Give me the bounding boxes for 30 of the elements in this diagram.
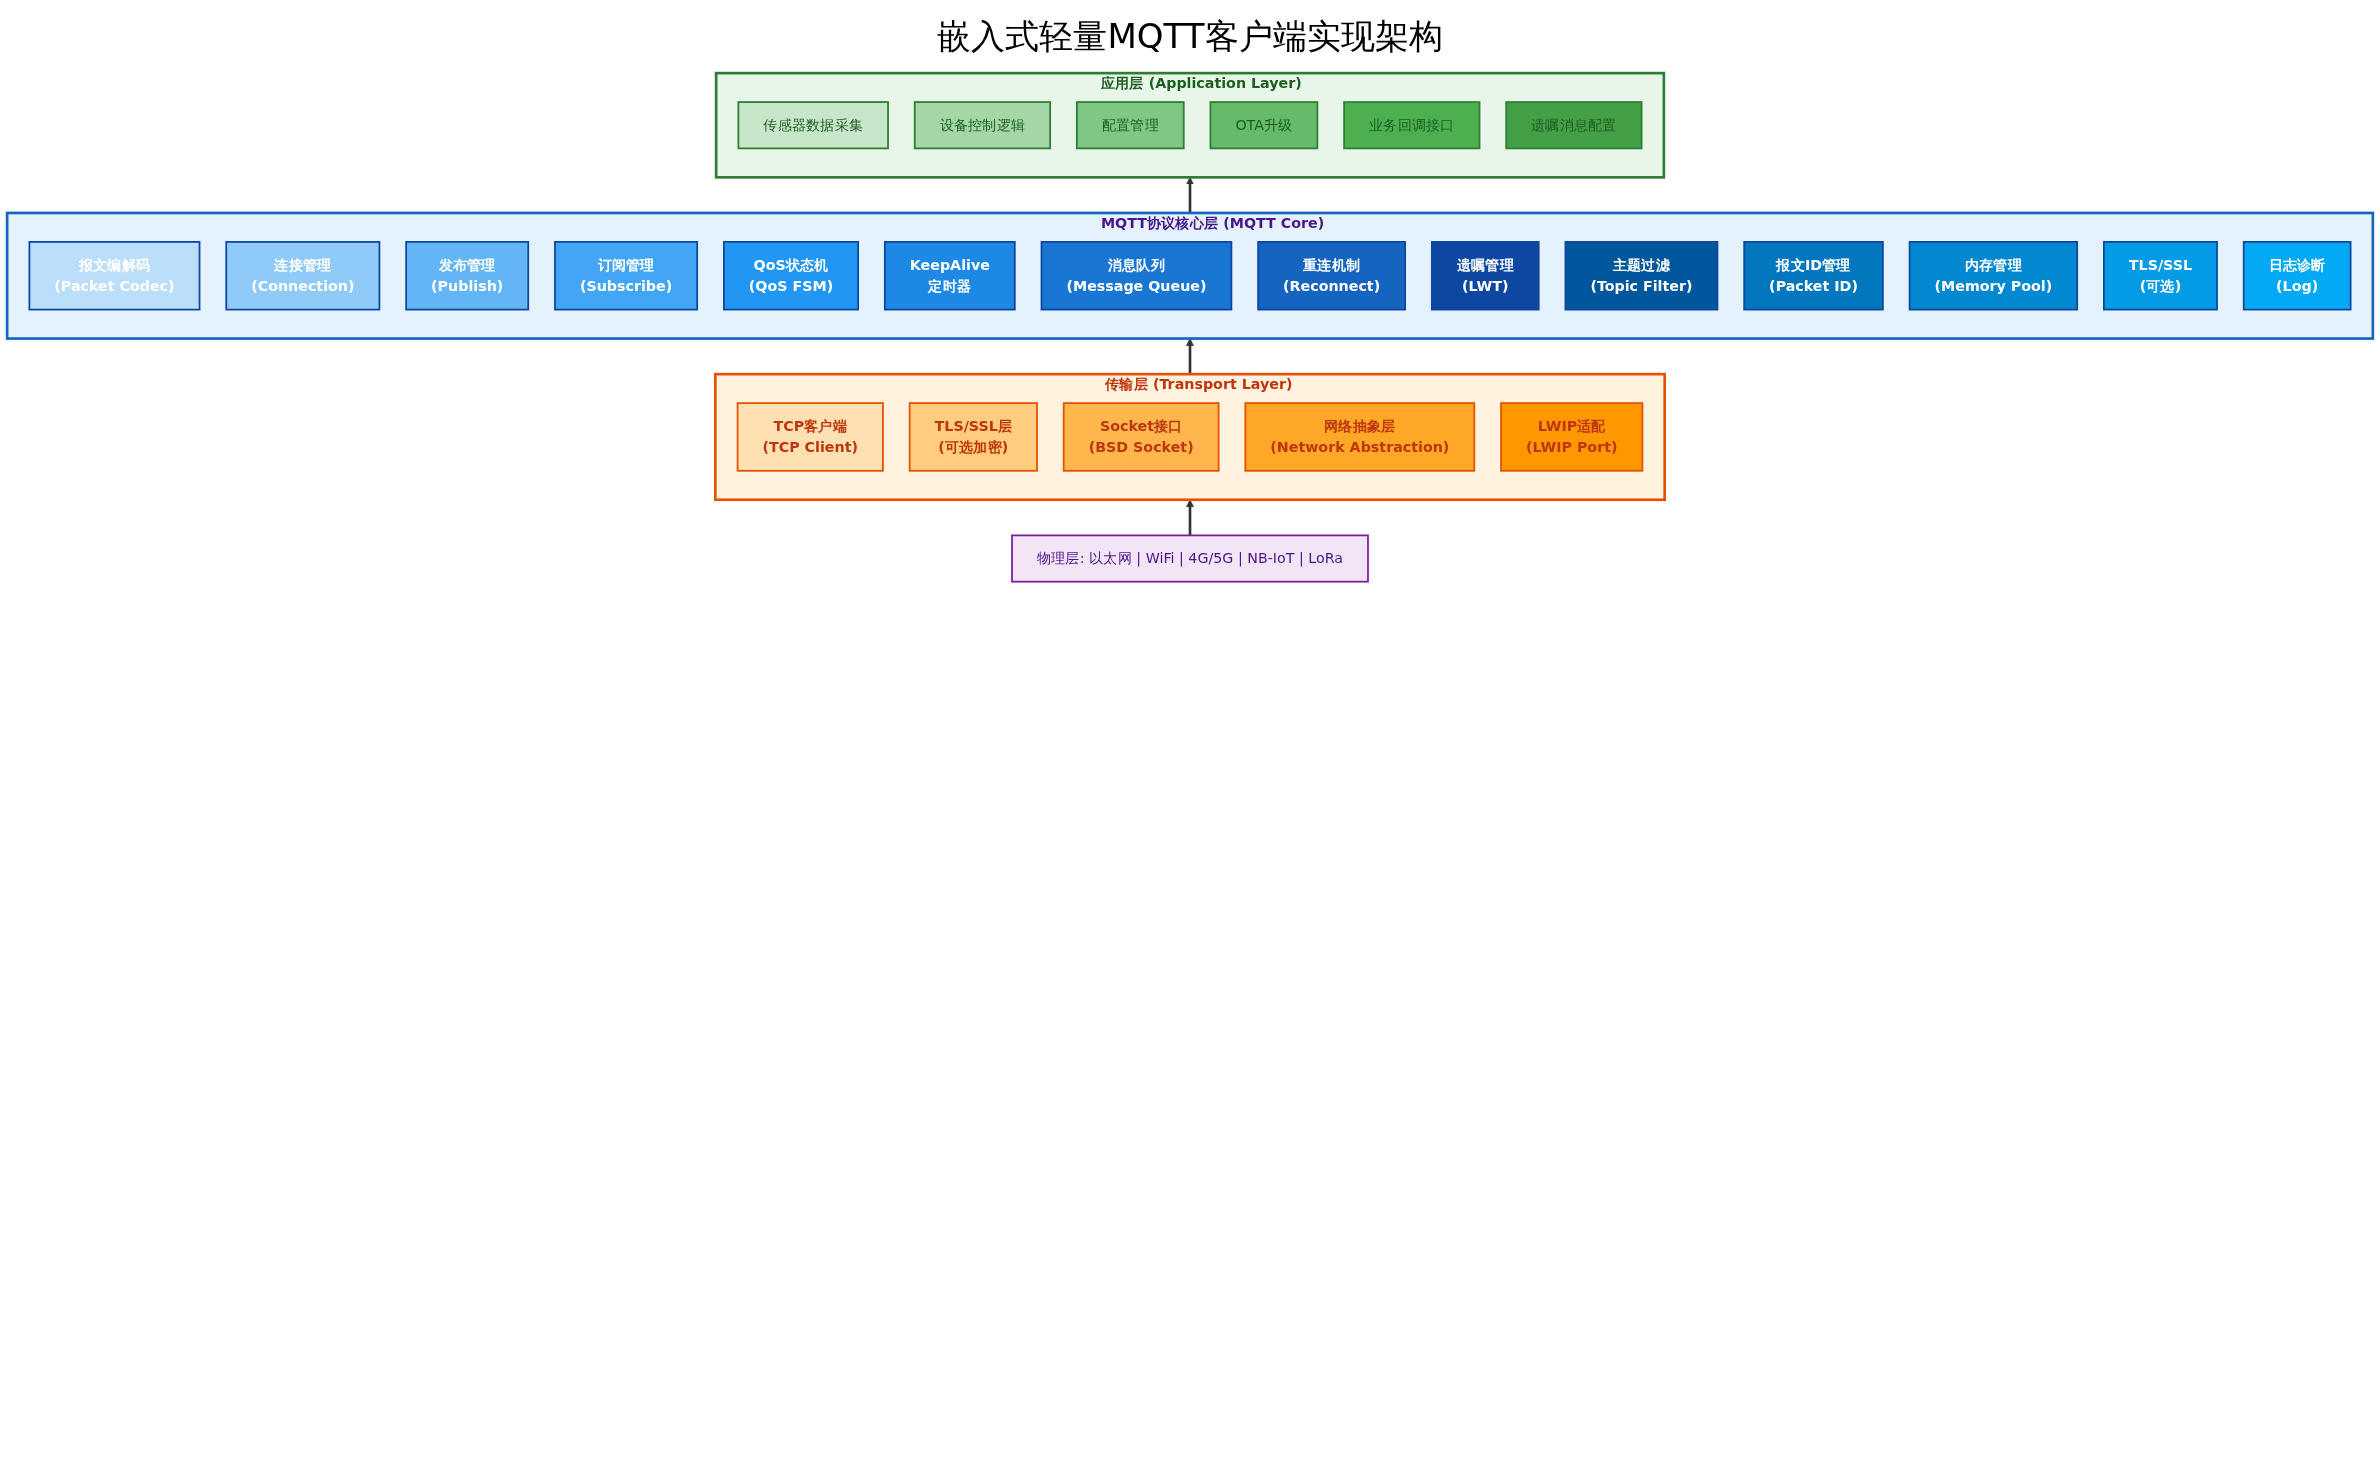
arrow <box>1186 499 1194 536</box>
node-box: 业务回调接口 <box>1343 101 1481 150</box>
node-box: 物理层: 以太网 | WiFi | 4G/5G | NB-IoT | LoRa <box>1011 534 1369 583</box>
node-box: 配置管理 <box>1075 101 1185 150</box>
node-box: TLS/SSL层 (可选加密) <box>908 402 1038 472</box>
node-box: TLS/SSL (可选) <box>2103 241 2218 311</box>
node-box: KeepAlive 定时器 <box>883 241 1016 311</box>
node-box: 连接管理 (Connection) <box>225 241 381 311</box>
node-box: 主题过滤 (Topic Filter) <box>1564 241 1719 311</box>
node-box: TCP客户端 (TCP Client) <box>736 402 884 472</box>
node-box: Socket接口 (BSD Socket) <box>1062 402 1220 472</box>
node-box: 报文编解码 (Packet Codec) <box>28 241 201 311</box>
node-box: 设备控制逻辑 <box>913 101 1052 150</box>
node-box: 日志诊断 (Log) <box>2242 241 2352 311</box>
node-box: OTA升级 <box>1209 101 1319 150</box>
node-box: 内存管理 (Memory Pool) <box>1908 241 2079 311</box>
node-box: 订阅管理 (Subscribe) <box>554 241 699 311</box>
node-box: 遗嘱管理 (LWT) <box>1430 241 1540 311</box>
node-box: 网络抽象层 (Network Abstraction) <box>1244 402 1476 472</box>
node-box: 消息队列 (Message Queue) <box>1040 241 1233 311</box>
arrow <box>1186 177 1194 213</box>
node-box: 发布管理 (Publish) <box>405 241 530 311</box>
node-box: 传感器数据采集 <box>737 101 889 150</box>
diagram-title: 嵌入式轻量MQTT客户端实现架构 <box>937 16 1443 56</box>
node-box: QoS状态机 (QoS FSM) <box>723 241 859 311</box>
arrow <box>1186 338 1194 375</box>
node-box: LWIP适配 (LWIP Port) <box>1500 402 1644 472</box>
node-box: 重连机制 (Reconnect) <box>1257 241 1406 311</box>
node-box: 报文ID管理 (Packet ID) <box>1743 241 1884 311</box>
node-box: 遗嘱消息配置 <box>1505 101 1643 150</box>
